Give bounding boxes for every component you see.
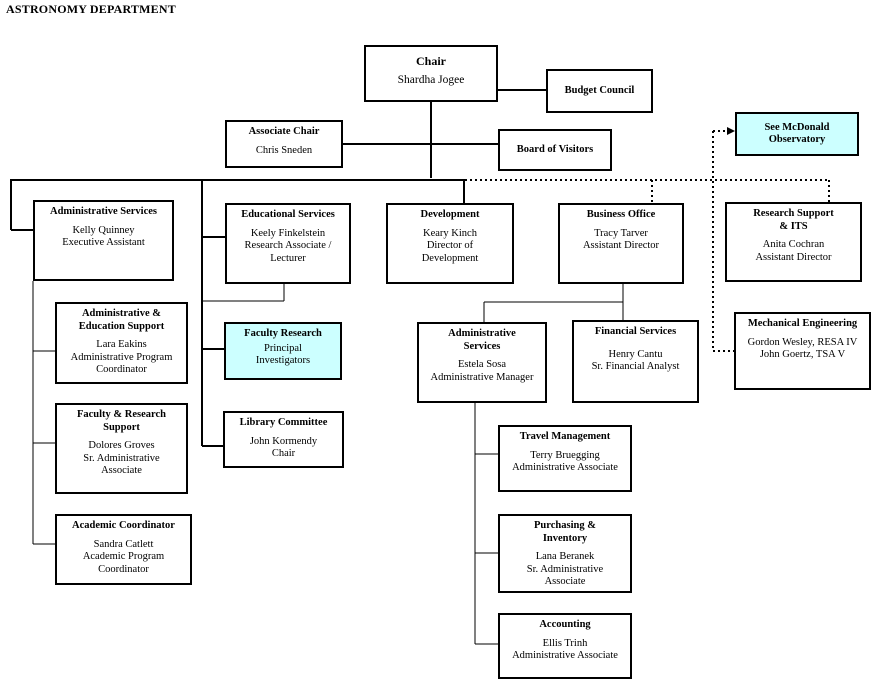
faculty-research-support-role: Sr. Administrative <box>83 452 160 464</box>
business-office-box: Business Office Tracy Tarver Assistant D… <box>558 203 684 284</box>
admin-services-person: Kelly Quinney <box>72 224 135 236</box>
mcdonald-observatory-box: See McDonald Observatory <box>735 112 859 156</box>
educational-services-title: Educational Services <box>241 209 335 220</box>
travel-management-person: Terry Bruegging <box>530 449 600 461</box>
admin-edu-support-role: Administrative Program <box>70 351 173 363</box>
financial-services-title: Financial Services <box>594 326 677 337</box>
academic-coordinator-role-2: Coordinator <box>98 563 149 575</box>
bo-admin-services-box: Administrative Services Estela Sosa Admi… <box>417 322 547 403</box>
chair-box: Chair Shardha Jogee <box>364 45 498 102</box>
accounting-title: Accounting <box>539 619 591 630</box>
faculty-research-line-2: Investigators <box>255 355 311 366</box>
admin-edu-support-title-line-1: Administrative & <box>81 308 162 319</box>
research-support-person: Anita Cochran <box>762 239 825 250</box>
development-role-2: Development <box>421 252 479 264</box>
academic-coordinator-role: Academic Program <box>82 551 165 562</box>
research-support-title-line-1: Research Support <box>753 208 834 219</box>
accounting-person: Ellis Trinh <box>542 637 588 649</box>
associate-chair-box: Associate Chair Chris Sneden <box>225 120 343 168</box>
library-committee-person: John Kormendy <box>249 435 318 447</box>
academic-coordinator-person: Sandra Catlett <box>93 538 154 550</box>
academic-coordinator-box: Academic Coordinator Sandra Catlett Acad… <box>55 514 192 585</box>
mcdonald-title-line-1: See McDonald <box>764 121 830 133</box>
purchasing-inventory-person: Lana Beranek <box>535 551 595 562</box>
financial-services-role: Sr. Financial Analyst <box>591 361 680 372</box>
financial-services-box: Financial Services Henry Cantu Sr. Finan… <box>572 320 699 403</box>
chair-title: Chair <box>416 54 446 68</box>
travel-management-role: Administrative Associate <box>512 462 618 473</box>
purchasing-inventory-box: Purchasing & Inventory Lana Beranek Sr. … <box>498 514 632 593</box>
admin-edu-support-title-line-2: Education Support <box>78 320 165 332</box>
development-box: Development Keary Kinch Director of Deve… <box>386 203 514 284</box>
development-role: Director of <box>426 240 474 251</box>
budget-council-box: Budget Council <box>546 69 653 113</box>
research-support-title-line-2: & ITS <box>779 220 808 232</box>
board-of-visitors-title: Board of Visitors <box>516 143 594 155</box>
faculty-research-title: Faculty Research <box>244 328 322 339</box>
travel-management-title: Travel Management <box>519 431 611 442</box>
educational-services-role: Research Associate / <box>244 240 332 251</box>
accounting-box: Accounting Ellis Trinh Administrative As… <box>498 613 632 679</box>
faculty-research-support-title-line-1: Faculty & Research <box>76 409 167 420</box>
purchasing-inventory-title-line-2: Inventory <box>542 532 588 544</box>
development-title: Development <box>420 209 480 220</box>
development-person: Keary Kinch <box>423 227 477 239</box>
faculty-research-support-person: Dolores Groves <box>88 440 155 451</box>
department-title: ASTRONOMY DEPARTMENT <box>6 2 176 16</box>
mechanical-engineering-box: Mechanical Engineering Gordon Wesley, RE… <box>734 312 871 390</box>
educational-services-person: Keely Finkelstein <box>250 227 326 239</box>
library-committee-box: Library Committee John Kormendy Chair <box>223 411 344 468</box>
business-office-role: Assistant Director <box>582 240 660 251</box>
business-office-person: Tracy Tarver <box>594 227 648 239</box>
mcdonald-title-line-2: Observatory <box>768 134 826 145</box>
educational-services-box: Educational Services Keely Finkelstein R… <box>225 203 351 284</box>
faculty-research-support-role-2: Associate <box>101 465 142 476</box>
associate-chair-name: Chris Sneden <box>255 144 313 156</box>
bo-admin-services-role: Administrative Manager <box>430 371 534 383</box>
faculty-research-box: Faculty Research Principal Investigators <box>224 322 342 380</box>
library-committee-title: Library Committee <box>239 417 328 428</box>
travel-management-box: Travel Management Terry Bruegging Admini… <box>498 425 632 492</box>
faculty-research-support-title-line-2: Support <box>103 421 140 433</box>
research-support-role: Assistant Director <box>755 251 832 263</box>
mechanical-engineering-person-1: Gordon Wesley, RESA IV <box>747 336 858 348</box>
bo-admin-services-person: Estela Sosa <box>457 359 507 370</box>
bo-admin-services-title-line-1: Administrative <box>448 328 516 339</box>
associate-chair-title: Associate Chair <box>248 126 320 137</box>
purchasing-inventory-title-line-1: Purchasing & <box>534 520 596 531</box>
mechanical-engineering-person-2: John Goertz, TSA V <box>759 349 846 360</box>
admin-services-role: Executive Assistant <box>62 237 145 248</box>
accounting-role: Administrative Associate <box>512 650 618 661</box>
board-of-visitors-box: Board of Visitors <box>498 129 612 171</box>
purchasing-inventory-role-2: Associate <box>544 576 586 587</box>
purchasing-inventory-role: Sr. Administrative <box>526 563 604 575</box>
admin-services-box: Administrative Services Kelly Quinney Ex… <box>33 200 174 281</box>
mcdonald-arrow-icon <box>727 127 735 135</box>
library-committee-role: Chair <box>271 448 296 459</box>
admin-edu-support-person: Lara Eakins <box>96 339 147 350</box>
admin-edu-support-box: Administrative & Education Support Lara … <box>55 302 188 384</box>
business-office-title: Business Office <box>586 209 656 220</box>
research-support-box: Research Support & ITS Anita Cochran Ass… <box>725 202 862 282</box>
chair-name: Shardha Jogee <box>397 73 465 86</box>
academic-coordinator-title: Academic Coordinator <box>72 520 175 531</box>
financial-services-person: Henry Cantu <box>608 348 663 360</box>
mechanical-engineering-title: Mechanical Engineering <box>747 318 858 329</box>
budget-council-title: Budget Council <box>564 84 635 96</box>
faculty-research-line-1: Principal <box>264 342 302 354</box>
educational-services-role-2: Lecturer <box>270 252 306 264</box>
admin-edu-support-role-2: Coordinator <box>96 364 147 375</box>
bo-admin-services-title-line-2: Services <box>463 340 501 352</box>
faculty-research-support-box: Faculty & Research Support Dolores Grove… <box>55 403 188 494</box>
admin-services-title: Administrative Services <box>49 206 158 217</box>
